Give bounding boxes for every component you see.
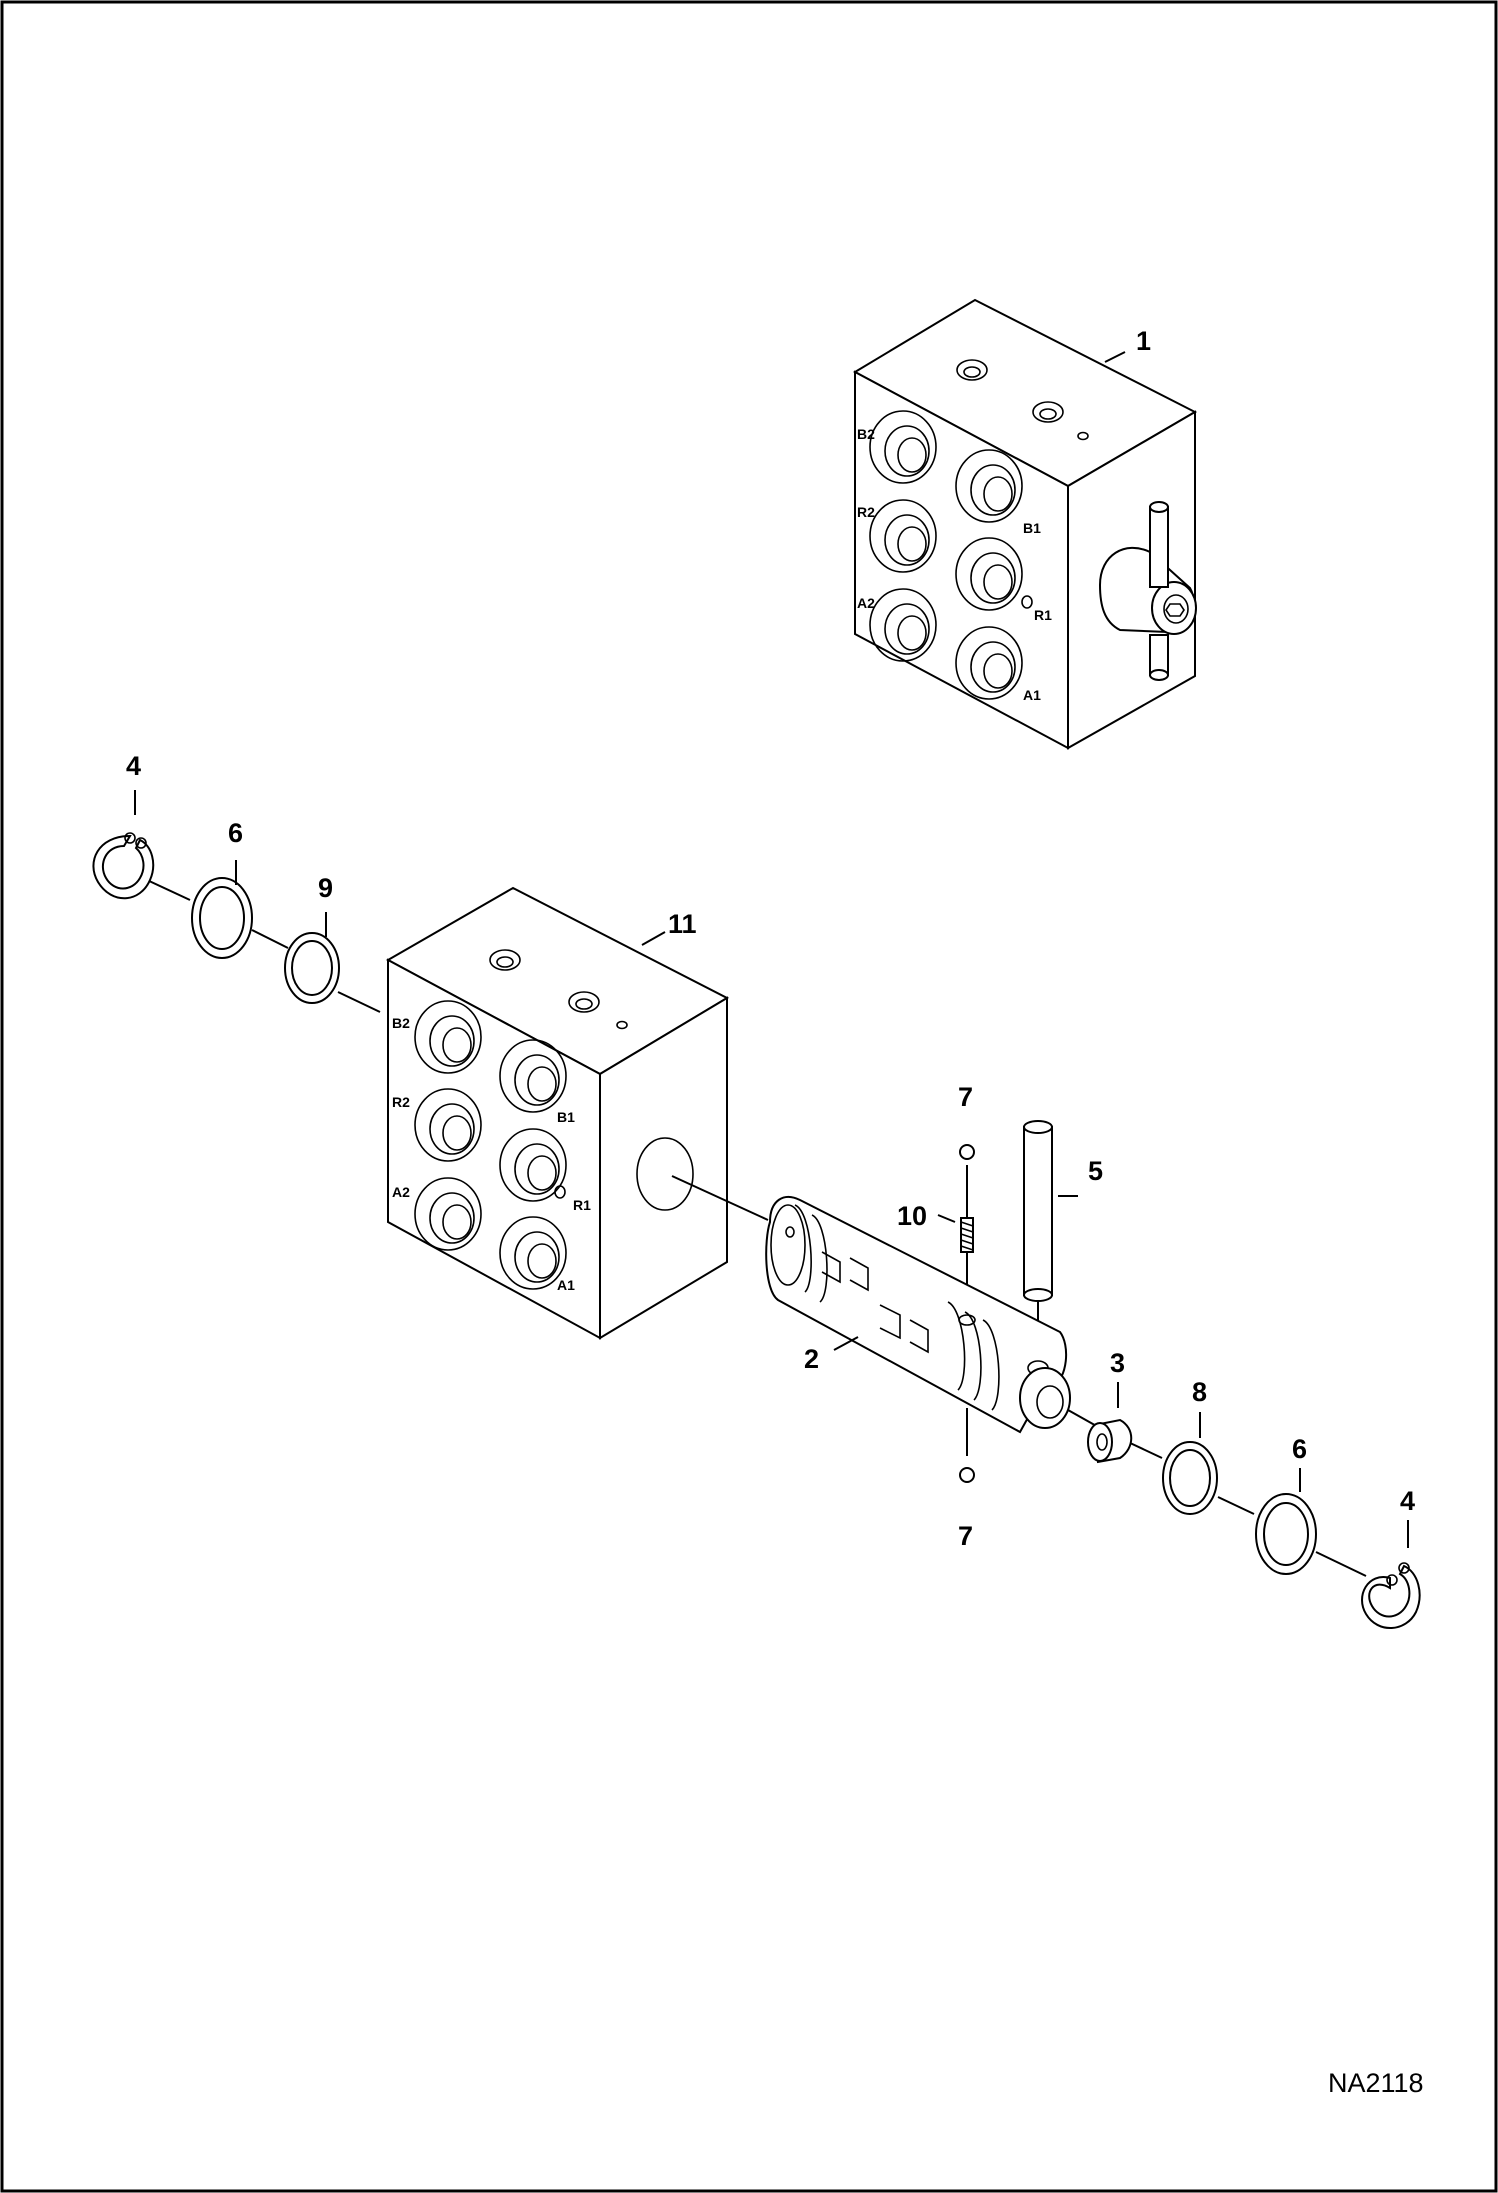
callout-6-left: 6	[228, 818, 243, 848]
pin	[1023, 1120, 1053, 1302]
callout-10: 10	[897, 1201, 927, 1231]
port-label-b1: B1	[1023, 520, 1041, 536]
o-ring-9	[284, 932, 340, 1004]
callout-1: 1	[1136, 326, 1151, 356]
port-label-r1: R1	[1034, 607, 1052, 623]
callout-9: 9	[318, 873, 333, 903]
callout-7-top: 7	[958, 1082, 973, 1112]
drawing-id: NA2118	[1328, 2068, 1424, 2098]
callout-5: 5	[1088, 1156, 1103, 1186]
spool	[765, 1195, 1071, 1434]
port-label-r2: R2	[392, 1094, 410, 1110]
o-ring-8	[1162, 1441, 1218, 1515]
valve-body: B2 R2 A2 B1 R1 A1	[385, 886, 730, 1340]
port-label-b2: B2	[857, 426, 875, 442]
callout-4-left: 4	[126, 751, 141, 781]
ball-bottom	[959, 1467, 975, 1483]
backup-ring-left	[191, 877, 253, 959]
spring	[960, 1217, 974, 1253]
backup-ring-right	[1255, 1493, 1317, 1575]
port-label-a2: A2	[857, 595, 875, 611]
port-label-r1: R1	[573, 1197, 591, 1213]
callout-2: 2	[804, 1344, 819, 1374]
callout-7-bottom: 7	[958, 1521, 973, 1551]
snap-ring-left	[92, 832, 155, 900]
callout-8: 8	[1192, 1377, 1207, 1407]
ball-top	[959, 1144, 975, 1160]
valve-section-assembly: B2 R2 A2 B1 R1 A1	[852, 298, 1198, 750]
leader-lines	[134, 351, 1409, 1548]
callout-11: 11	[668, 909, 697, 939]
sleeve	[1087, 1418, 1133, 1464]
callout-6-right: 6	[1292, 1434, 1307, 1464]
callout-4-right: 4	[1400, 1486, 1415, 1516]
port-label-a2: A2	[392, 1184, 410, 1200]
port-label-b2: B2	[392, 1015, 410, 1031]
callout-3: 3	[1110, 1348, 1125, 1378]
port-label-a1: A1	[1023, 687, 1041, 703]
port-label-a1: A1	[557, 1277, 575, 1293]
snap-ring-right	[1361, 1562, 1421, 1629]
port-label-b1: B1	[557, 1109, 575, 1125]
port-label-r2: R2	[857, 504, 875, 520]
